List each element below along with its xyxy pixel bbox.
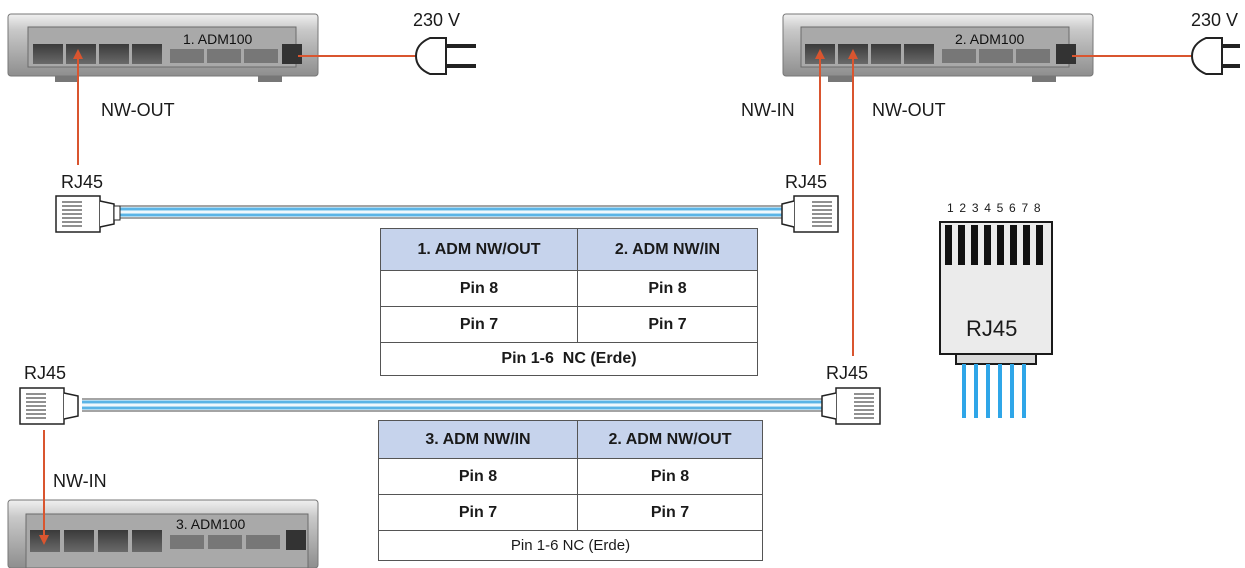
table1-header-b: 2. ADM NW/IN bbox=[577, 228, 758, 271]
table2-header-b: 2. ADM NW/OUT bbox=[577, 420, 763, 459]
table1-footer-pins: Pin 1-6 bbox=[501, 350, 554, 367]
device-2-name: 2. ADM100 bbox=[955, 31, 1025, 47]
label-nw-out-2: NW-OUT bbox=[872, 100, 946, 120]
table2-cell: Pin 7 bbox=[577, 494, 763, 531]
table2-footer: Pin 1-6 NC (Erde) bbox=[378, 530, 763, 561]
device-3-name: 3. ADM100 bbox=[176, 516, 246, 532]
rj45-label-2a: RJ45 bbox=[24, 363, 67, 383]
rj45-pin-numbers: 1 2 3 4 5 6 7 8 bbox=[947, 201, 1042, 215]
pin-table-1: 1. ADM NW/OUT 2. ADM NW/IN Pin 8 Pin 8 P… bbox=[380, 228, 758, 376]
power-label-1: 230 V bbox=[413, 10, 461, 30]
pin-table-2: 3. ADM NW/IN 2. ADM NW/OUT Pin 8 Pin 8 P… bbox=[378, 420, 763, 561]
table1-cell: Pin 7 bbox=[380, 306, 578, 343]
rj45-label-2b: RJ45 bbox=[826, 363, 869, 383]
device-1-name: 1. ADM100 bbox=[183, 31, 253, 47]
rj45-label-1a: RJ45 bbox=[61, 172, 104, 192]
table1-cell: Pin 7 bbox=[577, 306, 758, 343]
power-plug-2 bbox=[1072, 37, 1240, 75]
device-2 bbox=[782, 13, 1094, 82]
table2-header-a: 3. ADM NW/IN bbox=[378, 420, 578, 459]
device-3 bbox=[7, 499, 319, 568]
rj45-connector-2b bbox=[821, 387, 881, 425]
table1-header-a: 1. ADM NW/OUT bbox=[380, 228, 578, 271]
table2-cell: Pin 7 bbox=[378, 494, 578, 531]
cable-2 bbox=[82, 398, 822, 412]
rj45-detail-connector bbox=[939, 221, 1053, 418]
label-nw-out-1: NW-OUT bbox=[101, 100, 175, 120]
cable-1 bbox=[120, 205, 782, 219]
table1-cell: Pin 8 bbox=[380, 270, 578, 307]
power-label-2: 230 V bbox=[1191, 10, 1239, 30]
table1-footer: Pin 1-6 NC (Erde) bbox=[380, 342, 758, 376]
device-1 bbox=[7, 13, 319, 82]
rj45-connector-2a bbox=[19, 387, 79, 425]
table1-cell: Pin 8 bbox=[577, 270, 758, 307]
rj45-detail-label: RJ45 bbox=[966, 316, 1018, 341]
power-plug-1 bbox=[298, 37, 476, 75]
table2-cell: Pin 8 bbox=[378, 458, 578, 495]
label-nw-in-3: NW-IN bbox=[53, 471, 107, 491]
rj45-connector-1a bbox=[55, 195, 121, 233]
label-nw-in-2: NW-IN bbox=[741, 100, 795, 120]
table1-footer-nc: NC (Erde) bbox=[562, 350, 637, 367]
table2-cell: Pin 8 bbox=[577, 458, 763, 495]
rj45-label-1b: RJ45 bbox=[785, 172, 828, 192]
rj45-connector-1b bbox=[781, 195, 839, 233]
